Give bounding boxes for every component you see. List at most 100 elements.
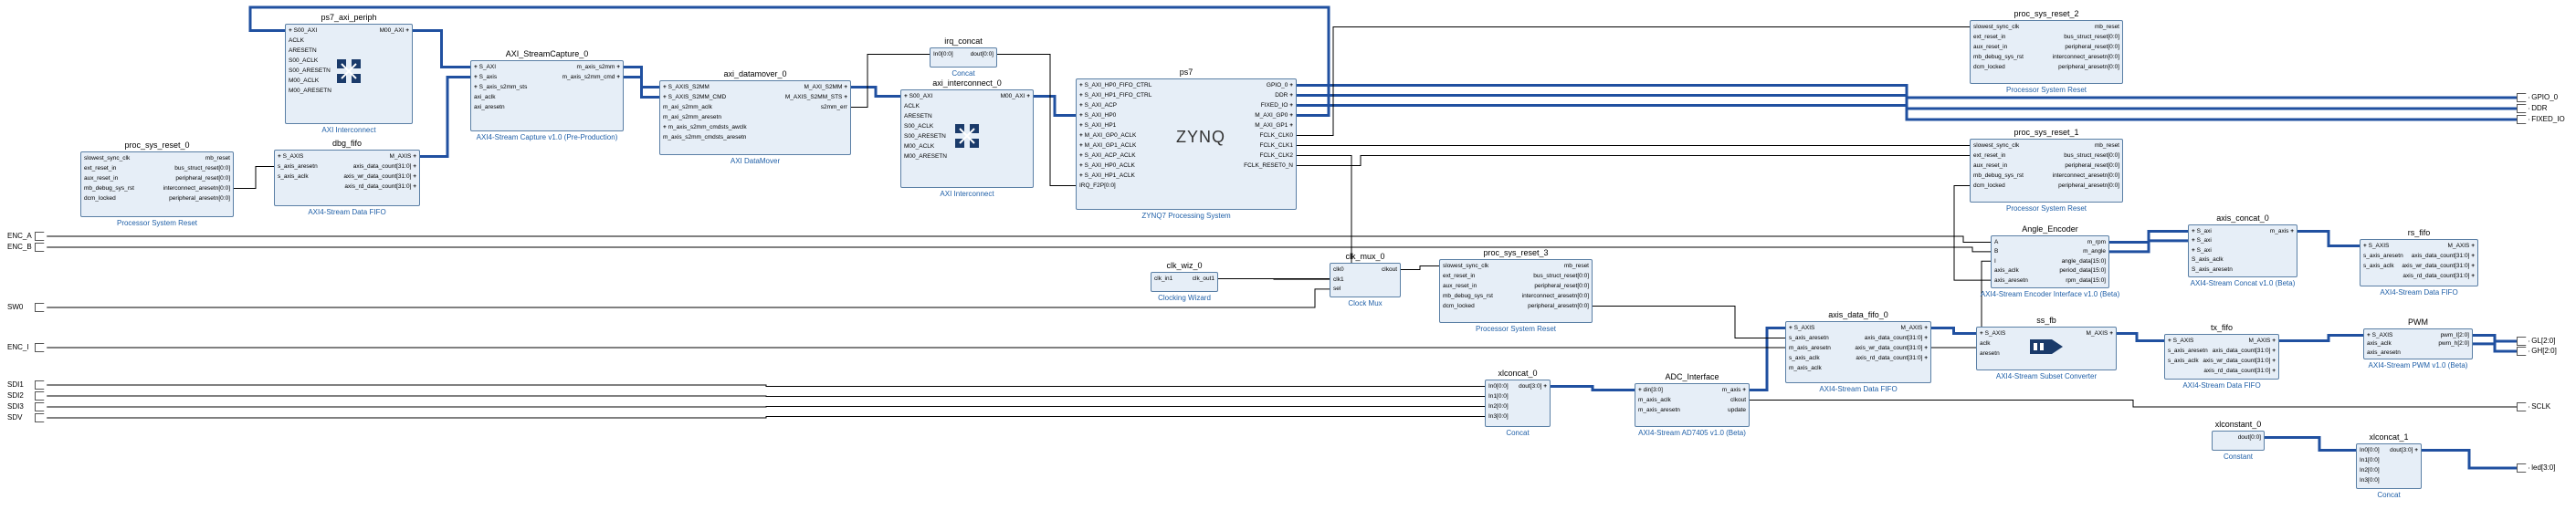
- port-out[interactable]: period_data[15:0]: [2059, 267, 2106, 275]
- port-out[interactable]: dout[3:0]: [2390, 447, 2418, 453]
- port-out[interactable]: peripheral_reset[0:0]: [1534, 283, 1589, 289]
- port-in[interactable]: S_axi: [2192, 228, 2212, 234]
- port-in[interactable]: S_AXI: [474, 64, 496, 70]
- block-body[interactable]: [1330, 263, 1401, 297]
- bus-connection[interactable]: [851, 86, 900, 98]
- port-in[interactable]: In2[0:0]: [1488, 403, 1509, 410]
- bus-connection[interactable]: [413, 29, 470, 68]
- external-input-port[interactable]: SDI3: [7, 402, 47, 411]
- port-out[interactable]: axis_wr_data_count[31:0]: [343, 173, 416, 180]
- port-in[interactable]: S_AXI_ACP_ACLK: [1079, 152, 1136, 159]
- port-in[interactable]: m_axis_aresetn: [1789, 345, 1831, 351]
- port-out[interactable]: FCLK_CLK0: [1259, 132, 1294, 139]
- block-body[interactable]: [2212, 431, 2265, 451]
- port-out[interactable]: m_axis_s2mm: [576, 64, 620, 70]
- port-out[interactable]: M_AXIS: [390, 153, 416, 160]
- port-in[interactable]: M00_ARESETN: [289, 88, 331, 94]
- port-out[interactable]: clkout: [1382, 266, 1397, 273]
- port-out[interactable]: M00_AXI: [380, 27, 409, 34]
- net-connection[interactable]: [1401, 265, 1439, 270]
- port-in[interactable]: ext_reset_in: [1443, 273, 1476, 279]
- port-in[interactable]: S_AXI_HP1_ACLK: [1079, 172, 1135, 179]
- port-in[interactable]: S_AXIS: [1980, 330, 2006, 337]
- port-in[interactable]: dcm_locked: [1973, 182, 2005, 189]
- port-out[interactable]: M00_AXI: [1001, 93, 1030, 99]
- bus-connection[interactable]: [2117, 332, 2164, 342]
- port-in[interactable]: S_AXI_HP1: [1079, 122, 1117, 129]
- port-out[interactable]: dout[3:0]: [1519, 383, 1547, 390]
- net-connection[interactable]: [47, 416, 1485, 419]
- port-in[interactable]: ext_reset_in: [84, 165, 117, 172]
- port-in[interactable]: S00_ACLK: [904, 123, 934, 130]
- port-out[interactable]: interconnect_aresetn[0:0]: [163, 185, 230, 192]
- net-connection[interactable]: [47, 395, 1485, 397]
- port-out[interactable]: mb_reset: [2094, 142, 2119, 149]
- port-in[interactable]: In3[0:0]: [1488, 413, 1509, 420]
- external-input-port[interactable]: SDV: [7, 413, 47, 422]
- block-axi-interconnect[interactable]: axi_interconnect_0S00_AXIACLKARESETNS00_…: [900, 78, 1034, 198]
- block-body[interactable]: [1151, 272, 1218, 292]
- port-out[interactable]: axis_rd_data_count[31:0]: [344, 183, 416, 190]
- external-input-port[interactable]: ENC_B: [7, 243, 47, 252]
- net-connection[interactable]: [1297, 155, 1970, 166]
- port-in[interactable]: m_axis_aclk: [1638, 397, 1671, 403]
- port-out[interactable]: M_AXIS_S2MM_STS: [785, 94, 847, 100]
- port-in[interactable]: slowest_sync_clk: [1973, 142, 2020, 149]
- port-out[interactable]: bus_struct_reset[0:0]: [1533, 273, 1589, 279]
- port-out[interactable]: peripheral_aresetn[0:0]: [1528, 303, 1589, 309]
- net-connection[interactable]: [47, 288, 1330, 308]
- port-out[interactable]: bus_struct_reset[0:0]: [174, 165, 230, 172]
- port-in[interactable]: ARESETN: [904, 113, 932, 120]
- external-input-port[interactable]: SDI2: [7, 391, 47, 401]
- block-ps7[interactable]: ps7S_AXI_HP0_FIFO_CTRLS_AXI_HP1_FIFO_CTR…: [1076, 68, 1297, 220]
- port-in[interactable]: S_AXI_ACP: [1079, 102, 1117, 109]
- block-body[interactable]: [1970, 139, 2123, 203]
- net-connection[interactable]: [47, 384, 1485, 387]
- port-in[interactable]: aux_reset_in: [84, 175, 119, 182]
- bus-connection[interactable]: [624, 76, 659, 99]
- port-in[interactable]: M00_ACLK: [904, 143, 935, 150]
- external-output-port[interactable]: led[3:0]: [2517, 463, 2555, 473]
- port-in[interactable]: S_AXI_HP1_FIFO_CTRL: [1079, 92, 1152, 99]
- port-out[interactable]: m_angle: [2083, 248, 2106, 255]
- bus-connection[interactable]: [1034, 95, 1076, 117]
- port-out[interactable]: clkout: [1730, 397, 1746, 403]
- block-dbg-fifo[interactable]: dbg_fifoS_AXISs_axis_aresetns_axis_aclkM…: [274, 139, 420, 216]
- port-in[interactable]: S00_ACLK: [289, 57, 319, 64]
- port-out[interactable]: axis_data_count[31:0]: [1865, 335, 1928, 341]
- port-in[interactable]: slowest_sync_clk: [1443, 263, 1489, 269]
- port-in[interactable]: In0[0:0]: [2360, 447, 2380, 453]
- port-out[interactable]: M_AXI_GP0: [1255, 112, 1293, 119]
- port-out[interactable]: FCLK_CLK1: [1259, 142, 1294, 149]
- block-body[interactable]: [900, 89, 1034, 188]
- port-out[interactable]: interconnect_aresetn[0:0]: [1521, 293, 1589, 299]
- port-in[interactable]: aux_reset_in: [1973, 162, 2008, 169]
- block-ps7-axi-periph[interactable]: ps7_axi_periphS00_AXIACLKARESETNS00_ACLK…: [285, 13, 413, 134]
- block-axi-streamcapture[interactable]: AXI_StreamCapture_0S_AXIS_axisS_axis_s2m…: [470, 49, 624, 141]
- port-in[interactable]: S_AXIS: [2367, 332, 2393, 338]
- block-body[interactable]: [930, 47, 997, 68]
- port-out[interactable]: interconnect_aresetn[0:0]: [2052, 54, 2119, 60]
- port-in[interactable]: mb_debug_sys_rst: [1973, 54, 2024, 60]
- net-connection[interactable]: [234, 166, 274, 189]
- net-connection[interactable]: [1151, 155, 1352, 279]
- net-connection[interactable]: [1750, 400, 2517, 408]
- port-out[interactable]: m_axis: [1722, 387, 1746, 393]
- port-in[interactable]: mb_debug_sys_rst: [1973, 172, 2024, 179]
- block-body[interactable]: [470, 60, 624, 131]
- port-out[interactable]: axis_wr_data_count[31:0]: [2402, 263, 2475, 269]
- net-connection[interactable]: [997, 54, 1076, 186]
- port-out[interactable]: pwm_h[2:0]: [2438, 340, 2469, 348]
- port-in[interactable]: clk_in1: [1154, 276, 1173, 282]
- port-in[interactable]: M_AXI_GP0_ACLK: [1079, 132, 1137, 139]
- port-in[interactable]: aclk: [1980, 340, 1991, 347]
- port-in[interactable]: S00_AXI: [904, 93, 933, 99]
- port-in[interactable]: clk1: [1333, 276, 1344, 283]
- bus-connection[interactable]: [2297, 230, 2360, 247]
- net-connection[interactable]: [47, 406, 1485, 408]
- block-rs-fifo[interactable]: rs_fifoS_AXISs_axis_aresetns_axis_aclkM_…: [2360, 228, 2478, 297]
